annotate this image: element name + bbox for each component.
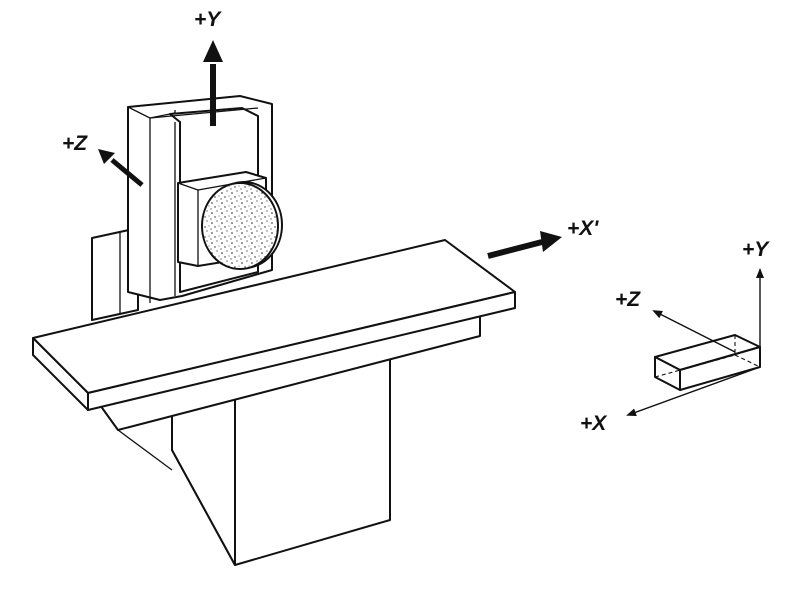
part-x-label: +X <box>580 412 608 435</box>
machine-y-axis-arrow <box>203 40 223 126</box>
machine-x-prime-axis-arrow <box>487 231 562 259</box>
grinding-wheel <box>201 181 283 270</box>
workpiece-coordinate-system: +Y +Z +X <box>580 238 770 435</box>
part-z-axis-line <box>652 310 736 353</box>
machine-z-axis-arrow <box>98 149 144 187</box>
part-z-label: +Z <box>615 288 641 311</box>
machine-base <box>171 354 391 566</box>
workpiece-block <box>654 334 761 391</box>
part-y-label: +Y <box>742 238 770 261</box>
part-x-axis-line <box>626 366 761 417</box>
machine-x-prime-label: +X' <box>567 217 599 240</box>
machine-body-block <box>91 227 139 321</box>
machine-y-label: +Y <box>194 8 222 31</box>
machine-z-label: +Z <box>62 132 88 155</box>
surface-grinder <box>32 95 516 566</box>
worktable <box>32 239 516 411</box>
